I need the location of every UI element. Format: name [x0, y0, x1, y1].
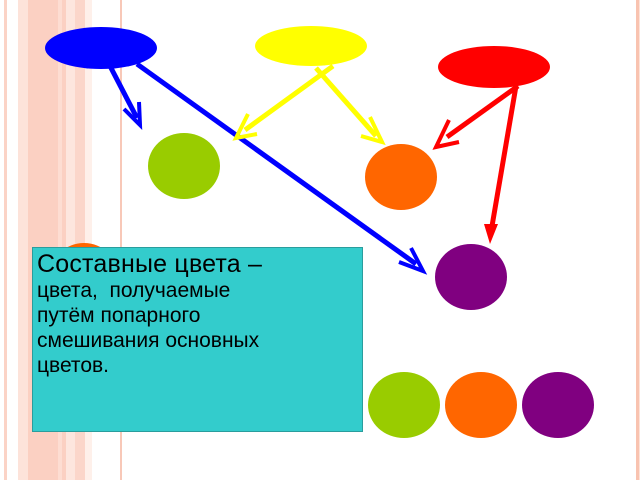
right-decorative-stripe	[635, 0, 640, 480]
definition-textbox: Составные цвета – цвета, получаемые путё…	[32, 247, 363, 432]
bottom-purple-circle	[522, 372, 594, 438]
orange-circle	[365, 144, 437, 210]
red-arrows	[432, 83, 520, 244]
red-ellipse	[438, 46, 550, 88]
purple-circle	[435, 244, 507, 310]
bottom-green-circle	[368, 372, 440, 438]
green-circle	[148, 133, 220, 199]
definition-body: цвета, получаемые путём попарного смешив…	[37, 279, 260, 377]
blue-ellipse	[45, 27, 157, 69]
blue-arrows	[107, 61, 428, 275]
definition-title: Составные цвета –	[37, 250, 263, 278]
bottom-orange-circle	[445, 372, 517, 438]
yellow-ellipse	[255, 26, 367, 66]
yellow-arrows	[232, 63, 386, 146]
